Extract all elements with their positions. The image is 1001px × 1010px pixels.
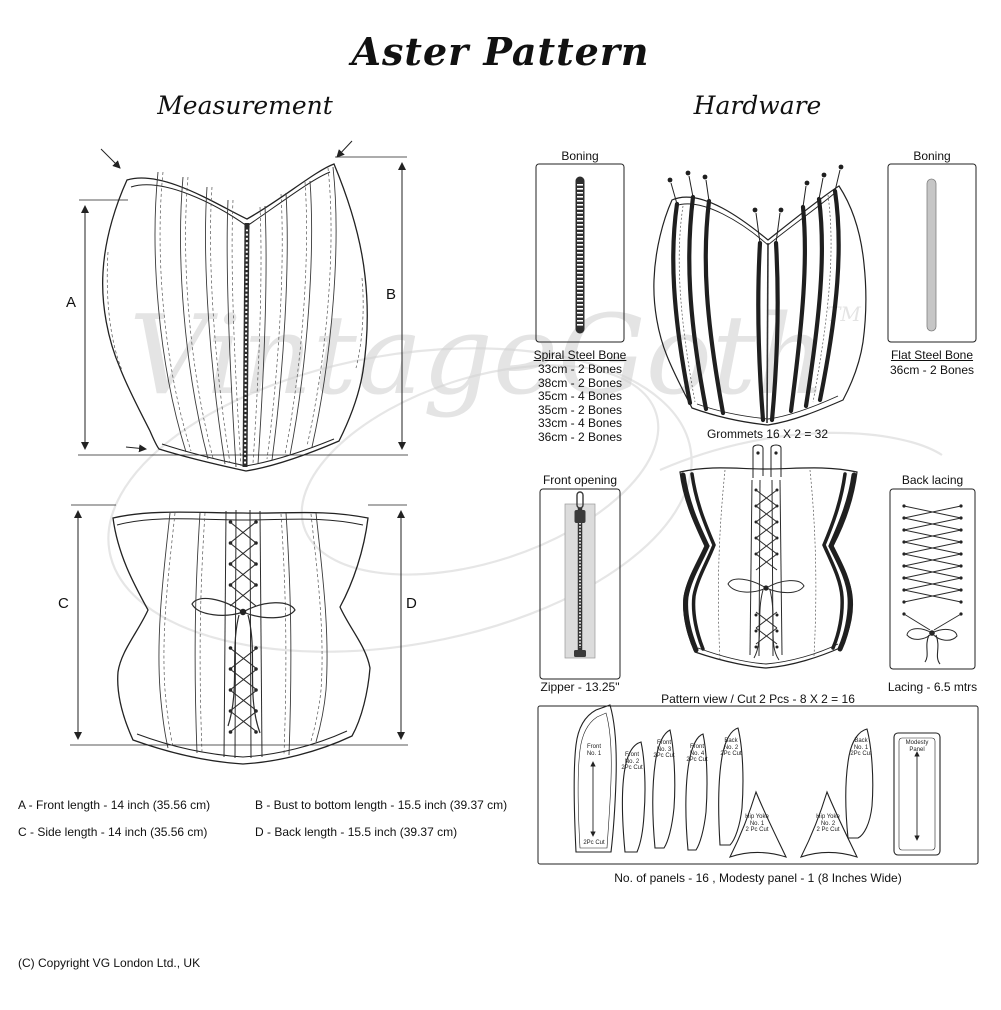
dimension-label-b: B	[386, 286, 397, 303]
dimension-label-c: C	[58, 595, 69, 612]
dimension-lines-front	[78, 156, 408, 456]
piece-front-4	[685, 733, 708, 851]
piece-modesty-panel	[893, 732, 941, 856]
dimension-label-a: A	[66, 294, 77, 311]
lacing-detail: Lacing - 6.5 mtrs	[887, 680, 978, 694]
spiral-bone-item: 36cm - 2 Bones	[537, 429, 623, 444]
grommet-stems	[667, 164, 844, 244]
dimension-lines-back	[70, 504, 408, 746]
piece-back-1	[845, 728, 874, 839]
grommets-note: Grommets 16 X 2 = 32	[706, 427, 829, 441]
piece-label-hip-yoke-1: Hip Yoke No. 1 2 Pc Cut	[745, 814, 769, 834]
spiral-boning-box-label: Boning	[561, 149, 599, 163]
measurement-note-b: B - Bust to bottom length - 15.5 inch (3…	[255, 798, 508, 812]
spiral-bone-item: 38cm - 2 Bones	[537, 375, 623, 390]
flat-steel-bone-illustration	[926, 178, 937, 332]
hardware-boxes	[535, 163, 979, 865]
page-title: Aster Pattern	[351, 29, 650, 74]
zipper-detail: Zipper - 13.25"	[540, 680, 620, 694]
piece-label-front-3: Front No. 3 2Pc Cut	[653, 740, 675, 760]
zipper-illustration	[564, 491, 596, 659]
lacing-bow	[191, 597, 296, 734]
piece-label-modesty-panel: Modesty Panel	[905, 740, 929, 753]
spiral-bone-box	[535, 163, 625, 343]
piece-hip-yoke-1	[728, 790, 788, 858]
back-lacing-illustration	[902, 504, 963, 665]
piece-label-front-4: Front No. 4 2Pc Cut	[686, 744, 708, 764]
piece-cut-front-1: 2Pc Cut	[583, 840, 605, 846]
front-opening-label: Front opening	[542, 473, 618, 487]
spiral-bone-list: 33cm - 2 Bones 38cm - 2 Bones 35cm - 4 B…	[516, 362, 644, 444]
hardware-back-corset-illustration	[679, 444, 858, 669]
measurement-note-a: A - Front length - 14 inch (35.56 cm)	[18, 798, 211, 812]
zipper-pull	[576, 491, 584, 509]
side-boning-channels	[680, 472, 857, 653]
flat-boning-box-label: Boning	[913, 149, 951, 163]
hardware-front-corset-illustration	[653, 164, 867, 426]
spiral-bone-item: 33cm - 2 Bones	[537, 362, 623, 376]
piece-front-1	[573, 704, 617, 853]
measurement-section-heading: Measurement	[157, 91, 333, 120]
spiral-bone-item: 33cm - 4 Bones	[537, 416, 623, 430]
hardware-section-heading: Hardware	[693, 91, 822, 120]
pattern-view-note: No. of panels - 16 , Modesty panel - 1 (…	[614, 871, 902, 885]
boning-channels	[671, 188, 841, 423]
back-lacing-panel	[191, 509, 296, 759]
back-lacing-label: Back lacing	[901, 473, 964, 487]
pattern-pieces-illustration	[573, 704, 941, 858]
hardware-back-lacing	[727, 479, 805, 661]
front-opening-box	[539, 488, 621, 680]
measurement-note-d: D - Back length - 15.5 inch (39.37 cm)	[255, 825, 458, 839]
piece-hip-yoke-2	[799, 790, 859, 858]
dimension-label-d: D	[406, 595, 417, 612]
spiral-bone-item: 35cm - 4 Bones	[537, 389, 623, 403]
piece-front-2	[621, 741, 646, 853]
copyright-notice: (C) Copyright VG London Ltd., UK	[18, 956, 201, 970]
piece-label-front-2: Front No. 2 2Pc Cut	[621, 752, 643, 772]
flat-bone-box	[887, 163, 977, 343]
piece-front-3	[652, 729, 676, 849]
spiral-bone-item: 35cm - 2 Bones	[537, 402, 623, 417]
pattern-view-box	[537, 705, 979, 865]
zipper-stop	[574, 650, 586, 657]
zipper-slider	[574, 510, 586, 523]
pattern-view-title: Pattern view / Cut 2 Pcs - 8 X 2 = 16	[661, 692, 855, 706]
piece-label-back-2: Back No. 2 2Pc Cut	[720, 738, 742, 758]
measurement-back-corset-illustration	[112, 509, 371, 765]
measurement-front-corset-illustration	[100, 140, 368, 472]
front-zipper	[242, 222, 250, 468]
piece-label-front-1: Front No. 1	[586, 744, 602, 757]
piece-label-hip-yoke-2: Hip Yoke No. 2 2 Pc Cut	[816, 814, 840, 834]
flat-steel-bone-name: Flat Steel Bone	[890, 348, 974, 362]
back-lacing-box	[889, 488, 976, 670]
piece-label-back-1: Back No. 1 2Pc Cut	[850, 738, 872, 758]
piece-back-2	[718, 727, 744, 846]
measurement-note-c: C - Side length - 14 inch (35.56 cm)	[18, 825, 208, 839]
flat-steel-bone-detail: 36cm - 2 Bones	[889, 363, 975, 377]
spiral-steel-bone-name: Spiral Steel Bone	[533, 348, 627, 362]
